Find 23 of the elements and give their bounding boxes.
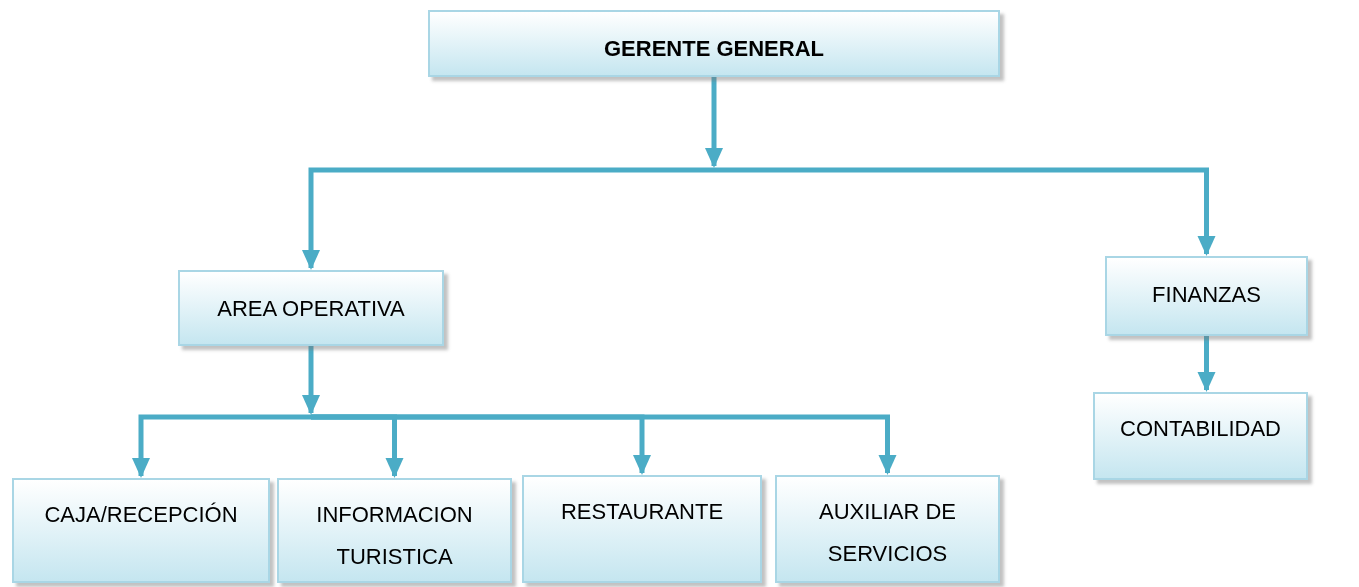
org-box [1105, 256, 1308, 336]
org-box [178, 270, 444, 346]
box-label: AREA OPERATIVA [217, 295, 405, 323]
connector-arrow [302, 167, 714, 270]
connector-arrow [132, 414, 311, 478]
connector-arrow [1197, 336, 1216, 392]
box-label: CAJA/RECEPCIÓN [44, 501, 238, 529]
connector-trunk [302, 346, 320, 415]
org-box [12, 478, 270, 583]
org-box [1093, 392, 1308, 480]
org-box [775, 475, 1000, 583]
box-label: CONTABILIDAD [1120, 415, 1281, 443]
box-label: GERENTE GENERAL [604, 35, 824, 63]
org-box [522, 475, 762, 583]
connector-arrow [311, 414, 897, 475]
connector-arrow [714, 167, 1216, 256]
connector-trunk [705, 77, 723, 168]
box-label: FINANZAS [1152, 281, 1261, 309]
org-box [277, 478, 512, 583]
box-label: INFORMACION TURISTICA [315, 501, 474, 571]
org-box [428, 10, 1000, 77]
box-label: RESTAURANTE [560, 498, 724, 526]
box-label: AUXILIAR DE SERVICIOS [818, 498, 957, 568]
